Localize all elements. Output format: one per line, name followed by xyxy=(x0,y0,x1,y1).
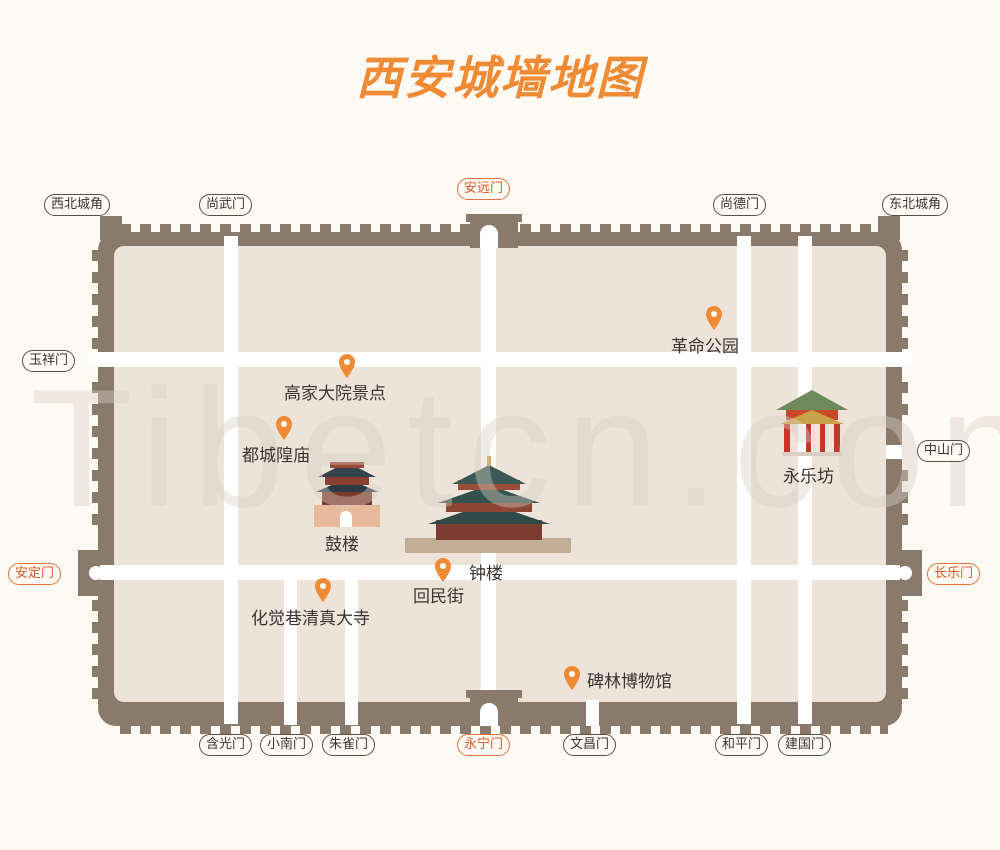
archway-icon xyxy=(776,390,848,456)
gate-shangde-label: 尚德门 xyxy=(713,194,767,216)
location-pin-icon xyxy=(315,578,331,602)
gate-yuxiang-label: 玉祥门 xyxy=(22,350,76,372)
gate-zhongshan-label: 中山门 xyxy=(917,440,971,462)
gate-xibei-label: 西北城角 xyxy=(44,194,111,216)
map-title: 西安城墙地图 xyxy=(356,51,644,105)
location-pin-icon xyxy=(339,354,355,378)
gate-zhuque-label: 朱雀门 xyxy=(322,734,376,756)
poi-geming-park: 革命公园 xyxy=(671,337,739,357)
watermark: Tibetcn.com xyxy=(30,354,1000,542)
gate-anyuan-label: 安远门 xyxy=(457,178,511,200)
poi-huajue-mosque: 化觉巷清真大寺 xyxy=(251,609,370,629)
gate-dongbei-label: 东北城角 xyxy=(882,194,949,216)
poi-yongle-fang: 永乐坊 xyxy=(783,467,834,487)
gate-yongning-label: 永宁门 xyxy=(457,734,511,756)
gate-xiaonan-label: 小南门 xyxy=(260,734,314,756)
gate-changle-label: 长乐门 xyxy=(927,563,981,585)
poi-huimin-street: 回民街 xyxy=(413,587,464,607)
bell-tower-icon xyxy=(405,456,571,553)
location-pin-icon xyxy=(564,666,580,690)
location-pin-icon xyxy=(706,306,722,330)
poi-gaojia-courtyard: 高家大院景点 xyxy=(284,384,386,404)
drum-tower-icon xyxy=(314,462,380,527)
gate-shangwu-label: 尚武门 xyxy=(199,194,253,216)
poi-beilin-museum: 碑林博物馆 xyxy=(587,672,672,692)
gate-jianguo-label: 建国门 xyxy=(778,734,832,756)
poi-drum-tower: 鼓楼 xyxy=(325,535,359,555)
gate-hanguang-label: 含光门 xyxy=(199,734,253,756)
gate-anding-label: 安定门 xyxy=(8,563,62,585)
gate-heping-label: 和平门 xyxy=(715,734,769,756)
poi-duchenghuang-temple: 都城隍庙 xyxy=(242,446,310,466)
gate-wenchang-label: 文昌门 xyxy=(563,734,617,756)
location-pin-icon xyxy=(276,416,292,440)
location-pin-icon xyxy=(435,558,451,582)
poi-bell-tower: 钟楼 xyxy=(469,564,503,584)
